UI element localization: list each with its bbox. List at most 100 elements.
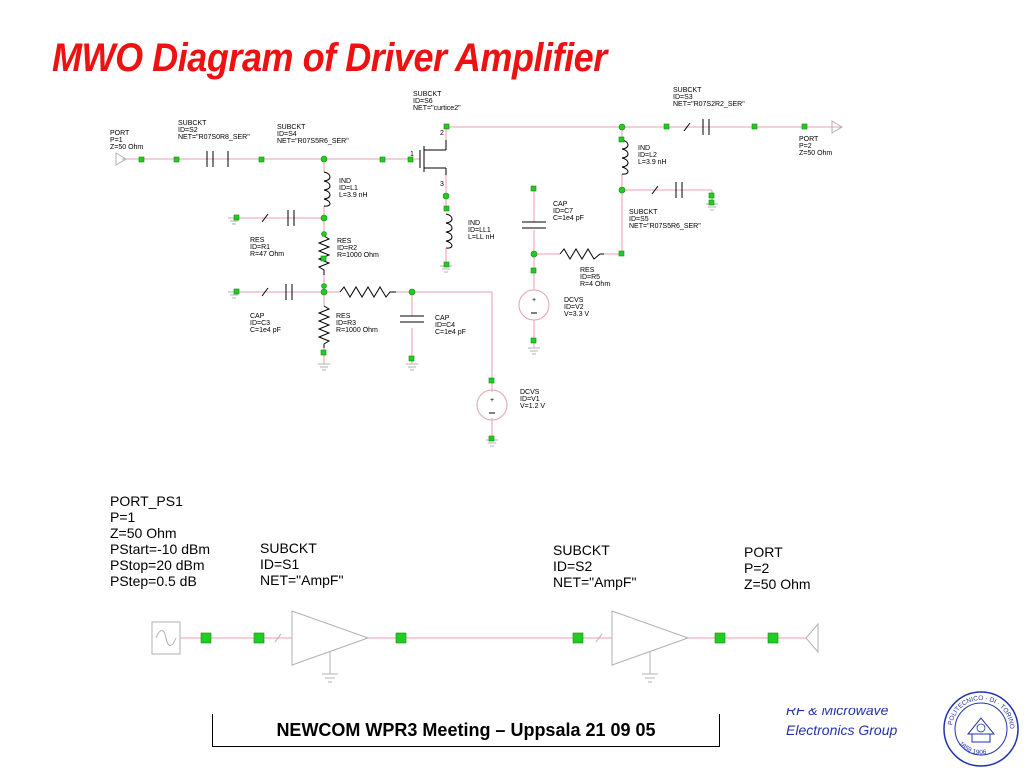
group-label: RF & Microwave Electronics Group (786, 708, 926, 740)
capacitor-c7 (522, 221, 546, 229)
svg-text:NET="R07S2R2_SER": NET="R07S2R2_SER" (673, 101, 745, 108)
svg-text:SUBCKT: SUBCKT (673, 87, 702, 94)
svg-text:ID=R5: ID=R5 (580, 274, 600, 281)
svg-text:DCVS: DCVS (520, 389, 540, 396)
svg-text:CAP: CAP (435, 315, 450, 322)
svg-text:Z=50 Ohm: Z=50 Ohm (110, 525, 177, 541)
shunt-capacitor-s5 (651, 182, 683, 198)
svg-text:R=1000 Ohm: R=1000 Ohm (336, 327, 378, 334)
svg-text:PStep=0.5 dB: PStep=0.5 dB (110, 573, 197, 589)
label-port-ps1: PORT_PS1 P=1 Z=50 Ohm PStart=-10 dBm PSt… (110, 493, 210, 589)
amplifier-s1-symbol (274, 610, 370, 683)
label-cap-c3: CAP ID=C3 C=1e4 pF (250, 313, 281, 334)
label-subckt-s1: SUBCKT ID=S1 NET="AmpF" (260, 540, 343, 588)
label-ind-ll1: IND ID=LL1 L=LL nH (468, 220, 494, 241)
transistor-pin-1: 1 (410, 151, 414, 158)
label-subckt-s5: SUBCKT ID=S5 NET="R07S5R6_SER" (629, 209, 701, 230)
svg-text:ID=S5: ID=S5 (629, 216, 649, 223)
group-label-line-2: Electronics Group (786, 722, 898, 738)
group-label-line-1: RF & Microwave (786, 708, 889, 718)
inductor-l1 (323, 171, 331, 207)
transistor-s6 (419, 140, 447, 175)
svg-text:L=LL nH: L=LL nH (468, 234, 494, 241)
svg-text:SUBCKT: SUBCKT (277, 124, 306, 131)
label-subckt-s2-bottom: SUBCKT ID=S2 NET="AmpF" (553, 542, 636, 590)
svg-text:SUBCKT: SUBCKT (629, 209, 658, 216)
svg-text:ID=S2: ID=S2 (178, 127, 198, 134)
svg-text:ID=S2: ID=S2 (553, 558, 593, 574)
svg-text:PORT_PS1: PORT_PS1 (110, 493, 183, 509)
label-port-2: PORT P=2 Z=50 Ohm (799, 136, 832, 157)
svg-text:SUBCKT: SUBCKT (413, 91, 442, 98)
svg-text:RES: RES (336, 313, 351, 320)
label-res-r2: RES ID=R2 R=1000 Ohm (337, 238, 379, 259)
label-subckt-s3: SUBCKT ID=S3 NET="R07S2R2_SER" (673, 87, 745, 108)
svg-text:ID=R3: ID=R3 (336, 320, 356, 327)
label-cap-c4: CAP ID=C4 C=1e4 pF (435, 315, 466, 336)
label-port-2-bottom: PORT P=2 Z=50 Ohm (744, 544, 811, 592)
label-subckt-s6: SUBCKT ID=S6 NET="curtice2" (413, 91, 461, 112)
svg-text:ID=C3: ID=C3 (250, 320, 270, 327)
svg-text:P=2: P=2 (744, 560, 770, 576)
label-subckt-s4: SUBCKT ID=S4 NET="R07S5R6_SER" (277, 124, 349, 145)
label-cap-c7: CAP ID=C7 C=1e4 pF (553, 201, 584, 222)
svg-text:SUBCKT: SUBCKT (178, 120, 207, 127)
svg-text:P=1: P=1 (110, 509, 136, 525)
label-res-r5: RES ID=R5 R=4 Ohm (580, 267, 610, 288)
svg-text:P=2: P=2 (799, 143, 812, 150)
resistor-r3 (317, 305, 331, 348)
svg-text:NET="AmpF": NET="AmpF" (553, 574, 636, 590)
svg-text:R=47 Ohm: R=47 Ohm (250, 251, 284, 258)
svg-text:P=1: P=1 (110, 137, 123, 144)
capacitor-c4 (400, 315, 424, 323)
svg-text:ID=S1: ID=S1 (260, 556, 300, 572)
svg-text:ID=L2: ID=L2 (638, 152, 657, 159)
series-capacitor-s2 (206, 151, 214, 167)
svg-text:CAP: CAP (553, 201, 568, 208)
svg-text:ID=S4: ID=S4 (277, 131, 297, 138)
svg-text:L=3.9 nH: L=3.9 nH (638, 159, 667, 166)
svg-text:PORT: PORT (110, 130, 130, 137)
schematic-nodes (138, 123, 808, 442)
svg-text:NET="R07S5R6_SER": NET="R07S5R6_SER" (277, 138, 349, 145)
svg-text:NET="AmpF": NET="AmpF" (260, 572, 343, 588)
resistor-r2 (339, 286, 396, 298)
svg-text:+: + (532, 297, 536, 304)
svg-text:DCVS: DCVS (564, 297, 584, 304)
svg-text:IND: IND (339, 178, 351, 185)
port-ps1-source-icon (151, 621, 181, 655)
svg-text:Z=50 Ohm: Z=50 Ohm (110, 144, 143, 151)
svg-text:PStart=-10 dBm: PStart=-10 dBm (110, 541, 210, 557)
svg-text:ID=L1: ID=L1 (339, 185, 358, 192)
svg-text:C=1e4 pF: C=1e4 pF (553, 215, 584, 222)
transistor-pin-2: 2 (440, 130, 444, 137)
university-seal-logo: POLITECNICO · DI · TORINO 1859 1906 (943, 691, 1019, 767)
inductor-ll1 (445, 213, 453, 249)
label-res-r3: RES ID=R3 R=1000 Ohm (336, 313, 378, 334)
dc-source-v1: + (476, 389, 508, 421)
svg-text:R=1000 Ohm: R=1000 Ohm (337, 252, 379, 259)
dc-source-v2: + (518, 289, 550, 321)
label-ind-l1: IND ID=L1 L=3.9 nH (339, 178, 368, 199)
svg-text:1859 1906: 1859 1906 (957, 741, 987, 757)
svg-text:RES: RES (250, 237, 265, 244)
svg-text:R=4 Ohm: R=4 Ohm (580, 281, 610, 288)
svg-text:NET="R07S5R6_SER": NET="R07S5R6_SER" (629, 223, 701, 230)
svg-text:RES: RES (337, 238, 352, 245)
svg-text:PORT: PORT (744, 544, 783, 560)
port-1-symbol (115, 152, 127, 166)
svg-text:PStop=20 dBm: PStop=20 dBm (110, 557, 205, 573)
port-2-symbol (831, 120, 843, 134)
svg-text:C=1e4 pF: C=1e4 pF (435, 329, 466, 336)
output-port-icon (805, 622, 819, 654)
svg-text:SUBCKT: SUBCKT (553, 542, 610, 558)
svg-text:ID=S6: ID=S6 (413, 98, 433, 105)
label-port-1: PORT P=1 Z=50 Ohm (110, 130, 143, 151)
amplifier-s2-symbol (595, 610, 690, 683)
footer-meeting-banner: NEWCOM WPR3 Meeting – Uppsala 21 09 05 (212, 714, 720, 747)
label-ind-l2: IND ID=L2 L=3.9 nH (638, 145, 667, 166)
svg-text:C=1e4 pF: C=1e4 pF (250, 327, 281, 334)
cascade-nodes (200, 632, 779, 644)
svg-text:NET="curtice2": NET="curtice2" (413, 105, 461, 112)
svg-text:ID=LL1: ID=LL1 (468, 227, 491, 234)
